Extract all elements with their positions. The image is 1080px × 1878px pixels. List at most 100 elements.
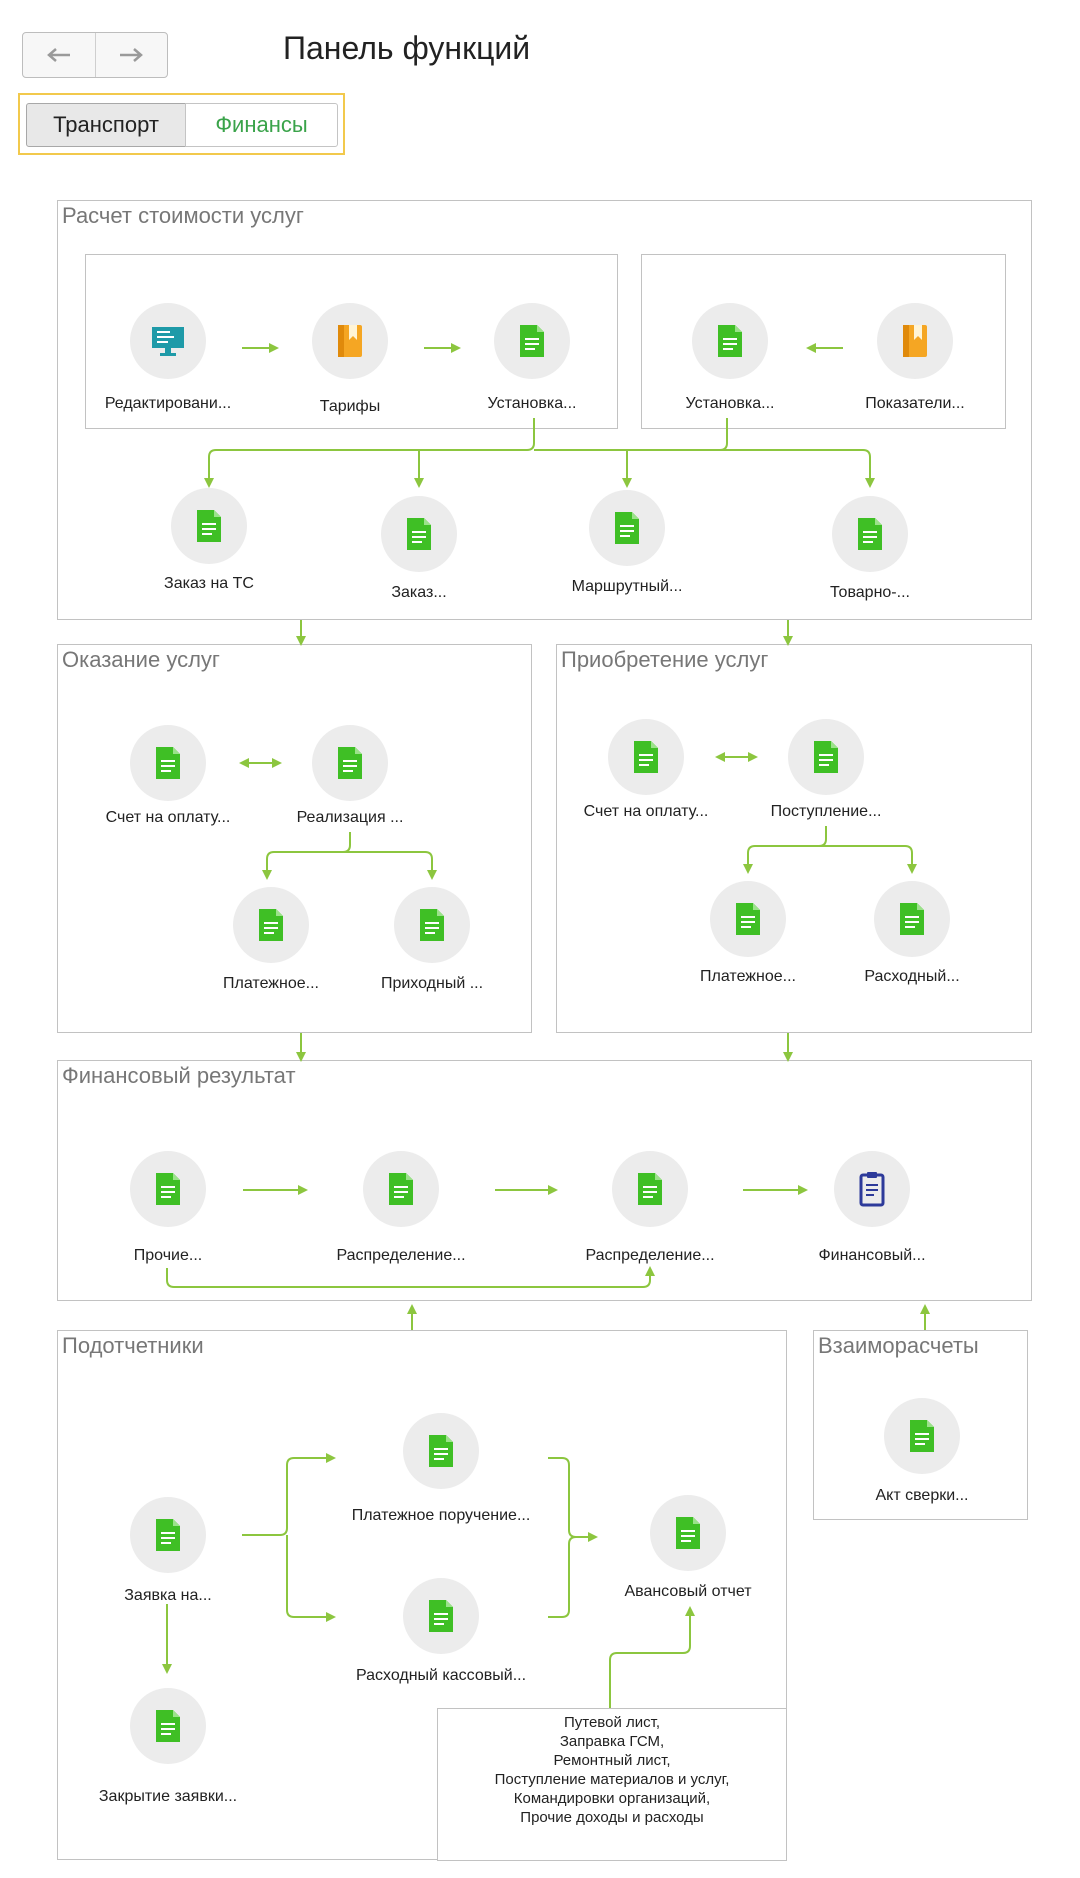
realization-label: Реализация ...	[296, 809, 404, 826]
editing-label: Редактировани...	[104, 395, 232, 412]
group-pricing	[57, 200, 1032, 620]
subgroup-pricing-right	[641, 254, 1006, 429]
note-line: Командировки организаций,	[513, 1790, 711, 1807]
request-label: Заявка на...	[124, 1587, 212, 1604]
invoice-in-node[interactable]	[608, 719, 684, 795]
cash-expense-node[interactable]	[403, 1578, 479, 1654]
waybill-node[interactable]	[832, 496, 908, 572]
group-services-provided-title: Оказание услуг	[62, 647, 220, 672]
other-label: Прочие...	[133, 1247, 203, 1264]
document-icon	[736, 903, 760, 935]
close-request-node[interactable]	[130, 1688, 206, 1764]
document-icon	[429, 1600, 453, 1632]
cash-out-node[interactable]	[874, 881, 950, 957]
payment-order-label: Платежное поручение...	[351, 1507, 531, 1524]
related-documents-note: Путевой лист, Заправка ГСМ, Ремонтный ли…	[437, 1708, 787, 1861]
tariffs-label: Тарифы	[319, 398, 381, 415]
group-services-provided	[57, 644, 532, 1033]
invoice-out-label: Счет на оплату...	[105, 809, 231, 826]
arrow-right-icon	[120, 48, 144, 62]
book-icon	[903, 325, 927, 357]
setting1-label: Установка...	[487, 395, 577, 412]
document-icon	[429, 1435, 453, 1467]
other-node[interactable]	[130, 1151, 206, 1227]
distribution2-label: Распределение...	[585, 1247, 715, 1264]
editing-node[interactable]	[130, 303, 206, 379]
document-icon	[259, 909, 283, 941]
tab-finance[interactable]: Финансы	[185, 103, 338, 147]
waybill-label: Товарно-...	[830, 584, 910, 601]
setting2-label: Установка...	[685, 395, 775, 412]
fin-report-label: Финансовый...	[818, 1247, 926, 1264]
realization-node[interactable]	[312, 725, 388, 801]
document-icon	[638, 1173, 662, 1205]
advance-report-node[interactable]	[650, 1495, 726, 1571]
advance-report-label: Авансовый отчет	[624, 1583, 752, 1600]
cash-in-node[interactable]	[394, 887, 470, 963]
group-pricing-title: Расчет стоимости услуг	[62, 203, 304, 228]
document-icon	[858, 518, 882, 550]
indicators-node[interactable]	[877, 303, 953, 379]
payment-in-node[interactable]	[233, 887, 309, 963]
back-button[interactable]	[23, 33, 95, 77]
document-icon	[910, 1420, 934, 1452]
fin-report-node[interactable]	[834, 1151, 910, 1227]
request-node[interactable]	[130, 1497, 206, 1573]
route-node[interactable]	[589, 490, 665, 566]
document-icon	[676, 1517, 700, 1549]
reconciliation-label: Акт сверки...	[875, 1487, 969, 1504]
monitor-icon	[152, 327, 184, 356]
forward-button[interactable]	[94, 33, 168, 77]
cash-expense-label: Расходный кассовый...	[355, 1667, 527, 1684]
document-icon	[615, 512, 639, 544]
history-nav	[22, 32, 168, 78]
order-node[interactable]	[381, 496, 457, 572]
document-icon	[338, 747, 362, 779]
document-icon	[156, 747, 180, 779]
group-financial-result	[57, 1060, 1032, 1301]
report-icon	[859, 1172, 885, 1207]
invoice-out-node[interactable]	[130, 725, 206, 801]
setting2-node[interactable]	[692, 303, 768, 379]
receipt-node[interactable]	[788, 719, 864, 795]
payment-out-node[interactable]	[710, 881, 786, 957]
note-line: Поступление материалов и услуг,	[494, 1771, 730, 1788]
invoice-in-label: Счет на оплату...	[583, 803, 709, 820]
distribution1-label: Распределение...	[336, 1247, 466, 1264]
group-settlements-title: Взаиморасчеты	[818, 1333, 979, 1358]
payment-order-node[interactable]	[403, 1413, 479, 1489]
note-line: Заправка ГСМ,	[559, 1733, 665, 1750]
document-icon	[634, 741, 658, 773]
reconciliation-node[interactable]	[884, 1398, 960, 1474]
document-icon	[814, 741, 838, 773]
book-icon	[338, 325, 362, 357]
distribution1-node[interactable]	[363, 1151, 439, 1227]
vehicle-order-node[interactable]	[171, 488, 247, 564]
note-line: Ремонтный лист,	[553, 1752, 671, 1769]
tariffs-node[interactable]	[312, 303, 388, 379]
document-icon	[718, 325, 742, 357]
document-icon	[156, 1519, 180, 1551]
document-icon	[156, 1173, 180, 1205]
route-label: Маршрутный...	[571, 578, 683, 595]
page-title: Панель функций	[283, 30, 531, 66]
document-icon	[197, 510, 221, 542]
group-settlements	[813, 1330, 1028, 1520]
close-request-label: Закрытие заявки...	[98, 1788, 238, 1805]
document-icon	[420, 909, 444, 941]
setting1-node[interactable]	[494, 303, 570, 379]
order-label: Заказ...	[391, 584, 447, 601]
section-tabs: Транспорт Финансы	[18, 93, 345, 155]
document-icon	[389, 1173, 413, 1205]
note-line: Путевой лист,	[563, 1714, 661, 1731]
tab-transport[interactable]: Транспорт	[26, 103, 186, 147]
vehicle-order-label: Заказ на ТС	[164, 575, 254, 592]
group-accountables	[57, 1330, 787, 1860]
distribution2-node[interactable]	[612, 1151, 688, 1227]
document-icon	[520, 325, 544, 357]
document-icon	[900, 903, 924, 935]
indicators-label: Показатели...	[865, 395, 965, 412]
group-services-purchased	[556, 644, 1032, 1033]
payment-in-label: Платежное...	[223, 975, 319, 992]
group-financial-result-title: Финансовый результат	[62, 1063, 296, 1088]
